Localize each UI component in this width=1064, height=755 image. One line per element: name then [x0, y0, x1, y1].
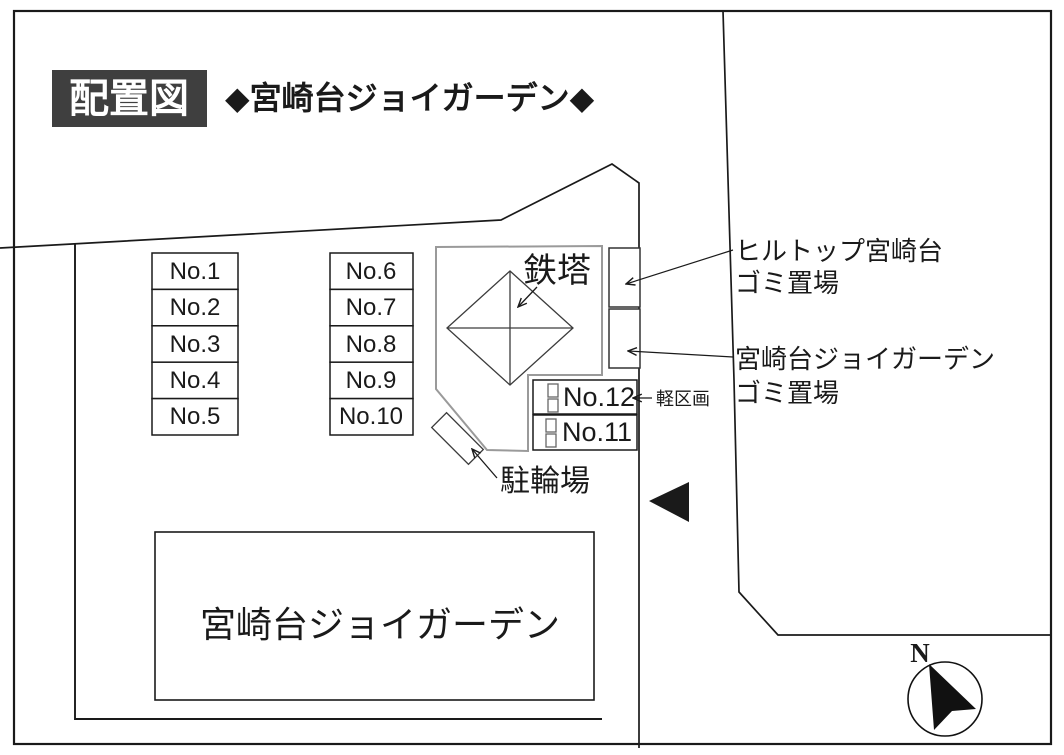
building-footprint	[154, 531, 595, 701]
steel-tower-footprint	[446, 270, 574, 386]
stall-label: No.1	[170, 258, 221, 285]
garbage-hilltop-arrow	[626, 249, 734, 284]
boundary-line-right	[722, 10, 1051, 636]
stall-label: No.9	[346, 367, 397, 394]
garbage-hilltop-label-line1: ヒルトップ宮崎台	[735, 236, 943, 266]
garbage-joygarden-label-line2: ゴミ置場	[735, 378, 839, 408]
garbage-hilltop-label-line2: ゴミ置場	[735, 268, 839, 298]
stall-label: No.2	[170, 294, 221, 321]
sheet-border	[12, 9, 1053, 746]
tower-arrow	[518, 286, 538, 307]
tower-enclosure	[435, 244, 603, 453]
tower-label: 鉄塔	[523, 252, 591, 290]
title-badge-label: 配置図	[69, 77, 189, 121]
compass-circle	[907, 661, 983, 737]
stall-label: No.4	[170, 367, 221, 394]
compass: N	[907, 638, 983, 737]
stall-no12-label: No.12	[563, 382, 635, 412]
building-label: 宮崎台ジョイガーデン	[200, 604, 560, 645]
kei-label: 軽区画	[656, 389, 710, 409]
page-title: ◆宮崎台ジョイガーデン◆	[225, 80, 595, 116]
stall-label: No.3	[170, 331, 221, 358]
parking-column-right: No.6 No.7 No.8 No.9 No.10	[329, 252, 414, 436]
garbage-box-joygarden	[608, 308, 641, 369]
garbage-annotation-hilltop: ヒルトップ宮崎台 ゴミ置場	[626, 236, 943, 298]
compass-north-label: N	[910, 638, 930, 668]
garbage-annotation-joygarden: 宮崎台ジョイガーデン ゴミ置場	[628, 344, 995, 408]
stall-label: No.5	[170, 403, 221, 430]
entrance-triangle-icon	[649, 482, 689, 522]
bicycle-parking-arrow	[472, 449, 498, 479]
stall-label: No.6	[346, 258, 397, 285]
garbage-box-hilltop	[608, 247, 641, 308]
stall-label: No.10	[339, 403, 403, 430]
parking-column-left: No.1 No.2 No.3 No.4 No.5	[151, 252, 239, 436]
stall-no11-label: No.11	[562, 417, 632, 447]
boundary-line-inner	[74, 244, 602, 720]
stall-label: No.7	[346, 294, 397, 321]
kei-parking-area: No.12 No.11	[532, 379, 638, 451]
boundary-line-top	[0, 163, 640, 748]
stall-label: No.8	[346, 331, 397, 358]
garbage-joygarden-arrow	[628, 351, 734, 358]
title-badge	[52, 70, 207, 127]
bicycle-parking-label: 駐輪場	[500, 465, 590, 498]
garbage-joygarden-label-line1: 宮崎台ジョイガーデン	[735, 344, 995, 374]
bike-symbol-icon	[545, 383, 559, 448]
north-arrow-icon	[929, 664, 976, 730]
